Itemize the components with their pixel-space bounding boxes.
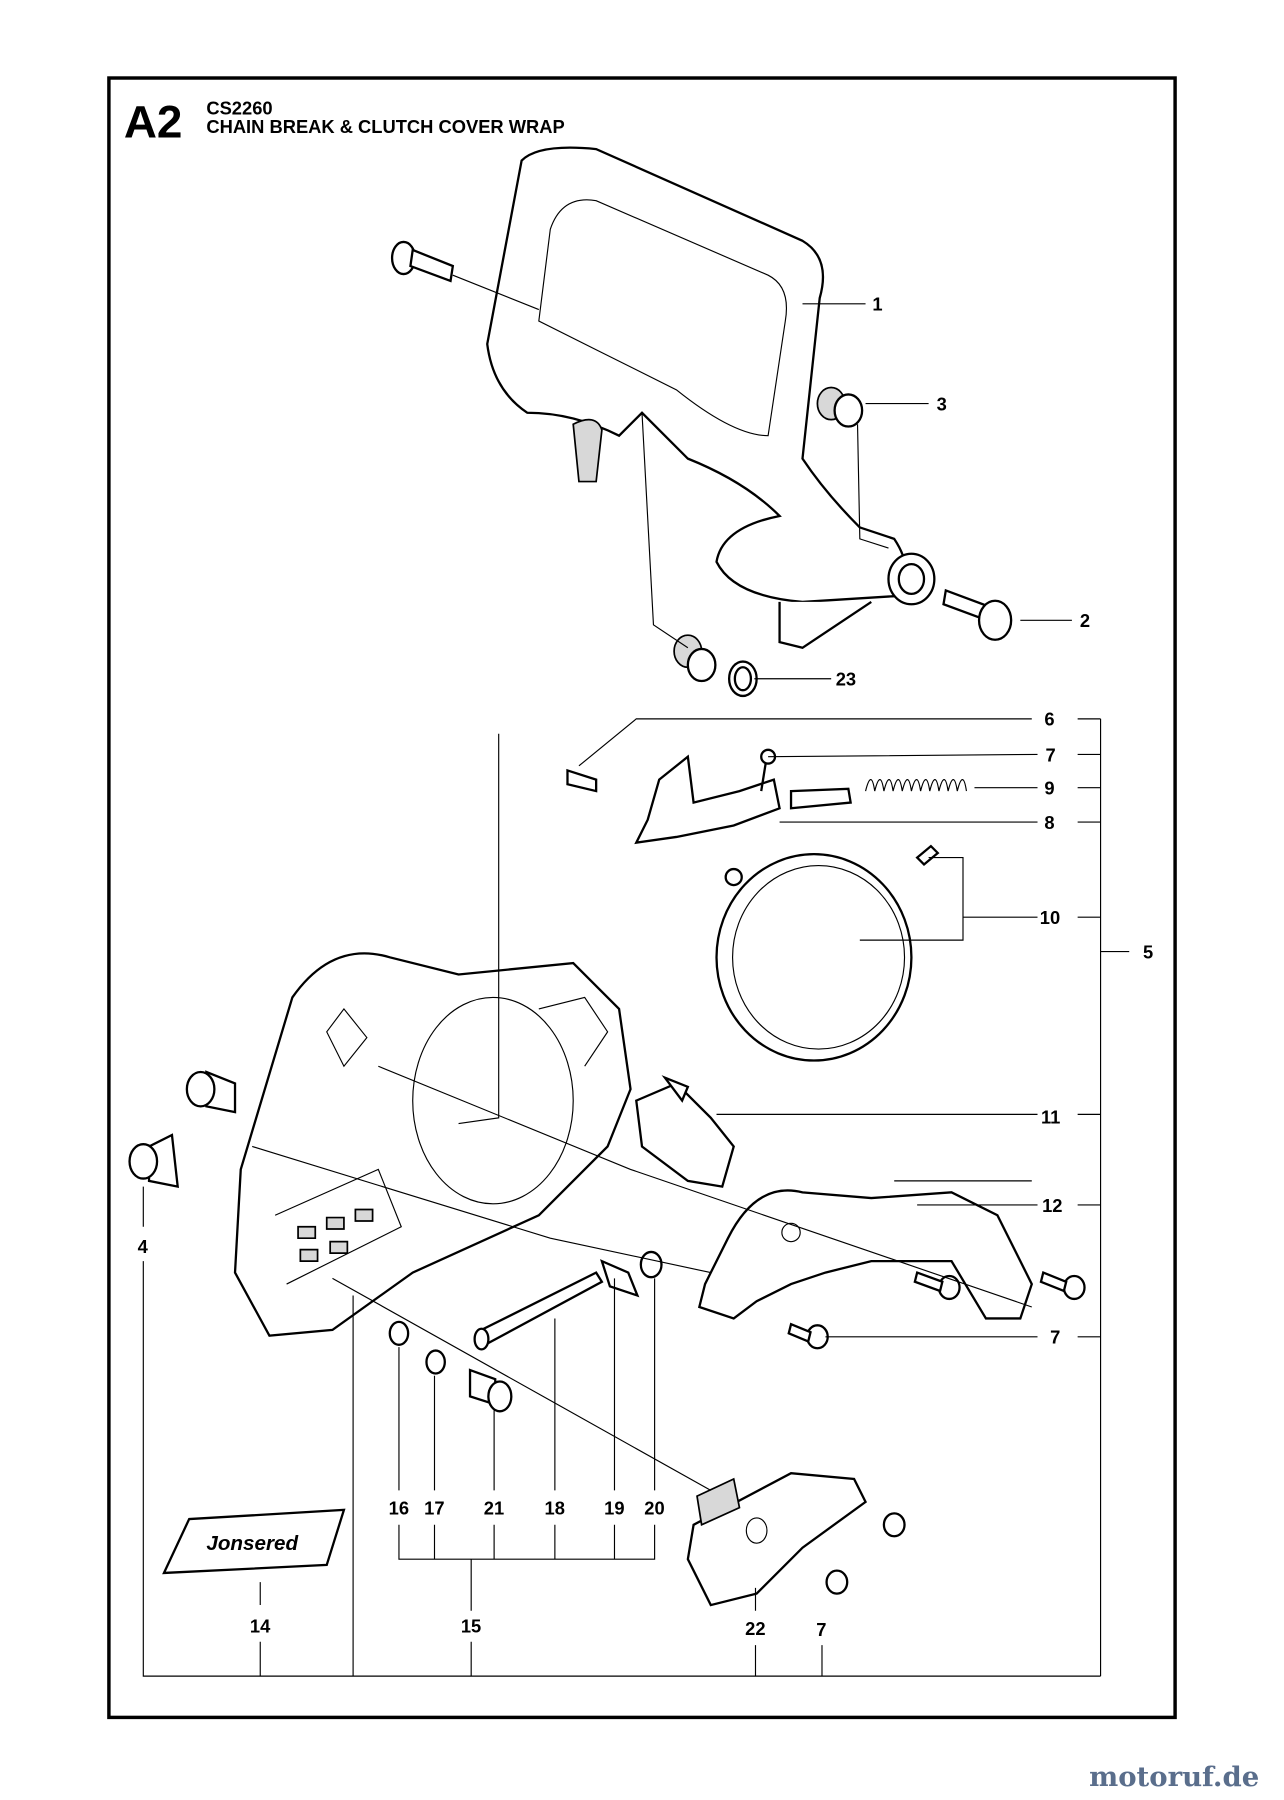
callout-2: 2	[1080, 610, 1090, 631]
washer-part	[727, 660, 758, 698]
brake-band-part	[715, 844, 940, 1062]
callout-19: 19	[604, 1497, 624, 1518]
callout-12: 12	[1042, 1195, 1062, 1216]
callout-14: 14	[250, 1616, 271, 1637]
ring-part	[887, 552, 936, 606]
cover-bracket-part	[697, 1189, 1034, 1320]
callout-5: 5	[1143, 941, 1153, 962]
hand-guard-part	[486, 146, 907, 650]
callout-8: 8	[1044, 812, 1054, 833]
callout-7: 7	[1050, 1327, 1060, 1348]
screw-part	[1039, 1271, 1086, 1301]
callout-9: 9	[1044, 778, 1054, 799]
tensioner-parts	[388, 1250, 663, 1413]
spring-part	[864, 779, 968, 792]
callout-21: 21	[484, 1497, 504, 1518]
callout-22: 22	[745, 1618, 765, 1639]
chain-guide-part	[635, 1075, 735, 1188]
section-code: A2	[124, 96, 183, 148]
callout-16: 16	[389, 1497, 409, 1518]
brake-lever-part	[566, 748, 852, 845]
leader-lines	[142, 274, 1130, 1677]
screw-part	[913, 1271, 961, 1301]
callout-1: 1	[872, 294, 882, 315]
screw-part	[787, 1322, 829, 1350]
callout-18: 18	[545, 1497, 565, 1518]
chain-catcher-part	[128, 1070, 237, 1189]
callout-17: 17	[424, 1497, 444, 1518]
callout-11: 11	[1041, 1107, 1060, 1128]
diagram-title: CHAIN BREAK & CLUTCH COVER WRAP	[206, 116, 564, 137]
callout-7: 7	[816, 1619, 826, 1640]
jonsered-decal: Jonsered	[162, 1508, 346, 1575]
bushing-part	[673, 634, 717, 683]
callout-23: 23	[836, 669, 856, 690]
callout-7: 7	[1046, 744, 1056, 765]
callout-20: 20	[644, 1497, 664, 1518]
callout-10: 10	[1040, 907, 1060, 928]
svg-text:Jonsered: Jonsered	[206, 1532, 298, 1555]
bolt-part	[390, 240, 455, 283]
watermark: motoruf.de	[1089, 1761, 1259, 1793]
side-cover-part	[686, 1472, 868, 1607]
callout-3: 3	[937, 393, 947, 414]
model-number: CS2260	[206, 98, 272, 119]
callout-15: 15	[461, 1616, 481, 1637]
screw-part	[942, 588, 1013, 641]
diagram-frame	[107, 76, 1177, 1720]
callout-labels: 1 3 2 23 6 7 9 8 10 5 11 12 7 4 16 17 21…	[138, 294, 1154, 1640]
callout-4: 4	[138, 1236, 149, 1257]
screw-part	[825, 1512, 906, 1595]
clutch-cover-part	[233, 952, 632, 1337]
callout-6: 6	[1044, 709, 1054, 730]
bushing-part	[816, 386, 864, 428]
